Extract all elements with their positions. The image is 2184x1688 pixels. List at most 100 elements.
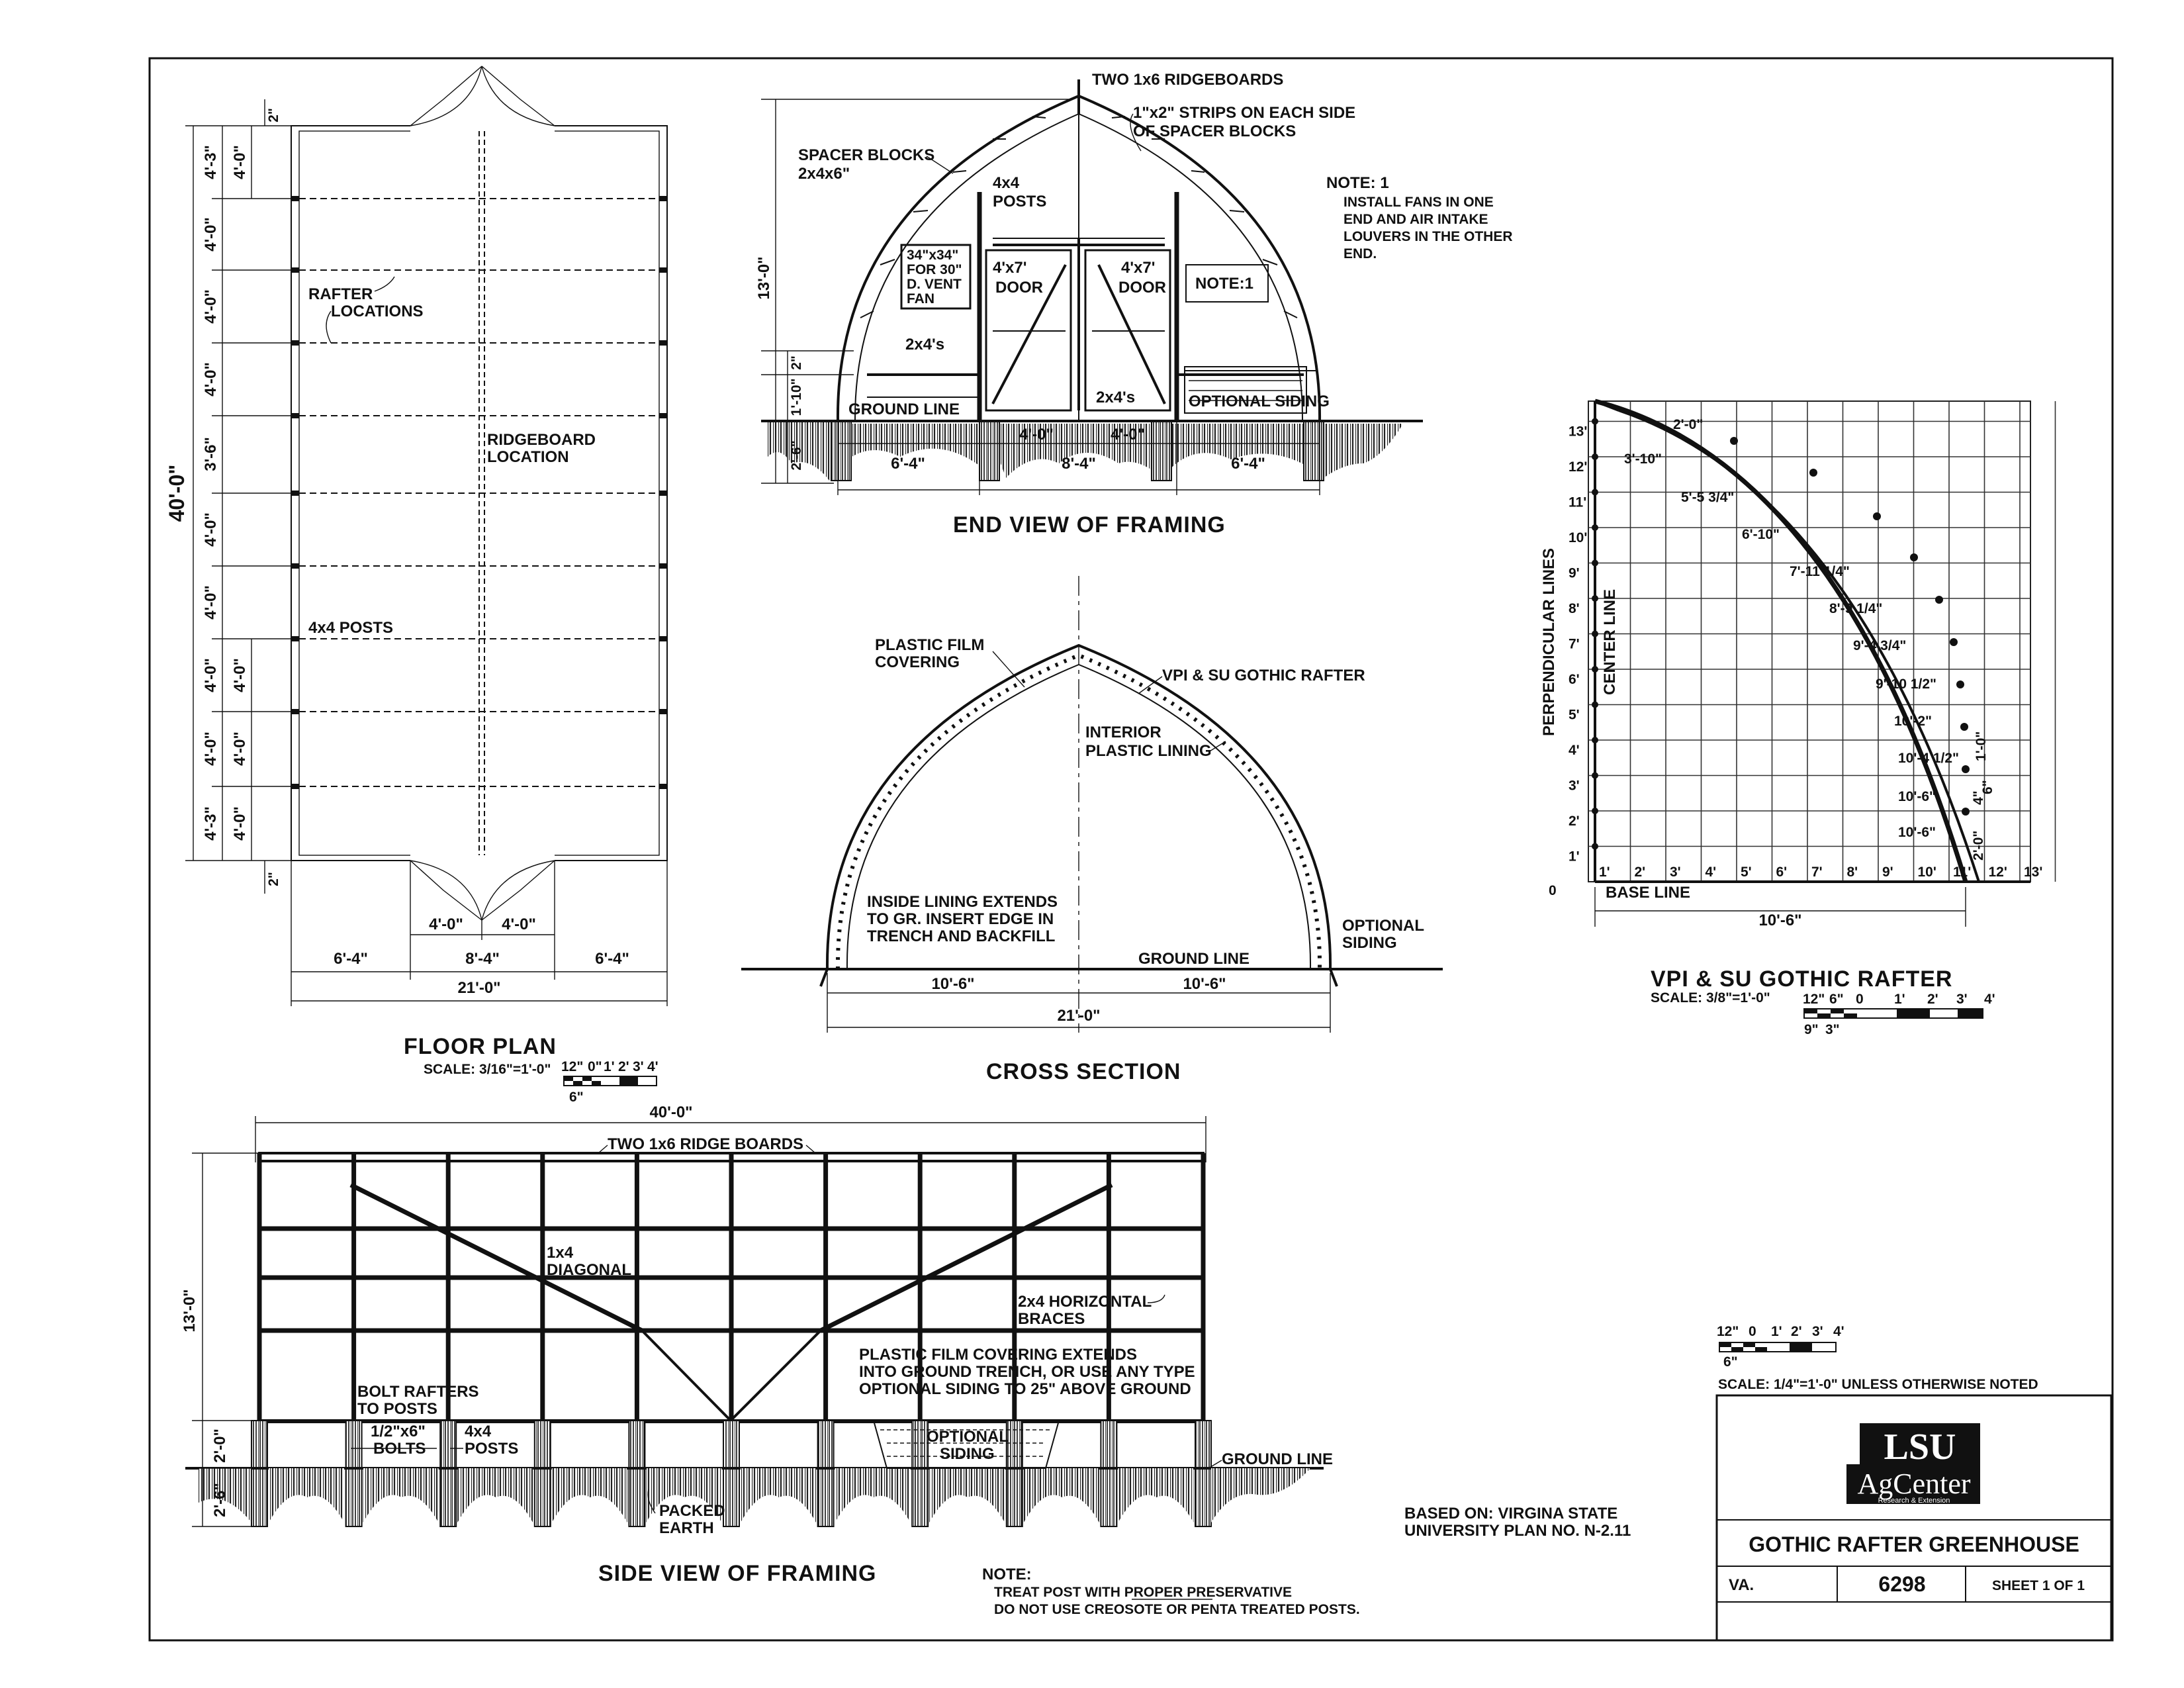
rafter-y-label: 8' [1569,601,1580,616]
soil-hatch [1023,1468,1099,1523]
svg-text:3'-6": 3'-6" [202,437,220,471]
rafter-y-point [1592,772,1598,779]
rafter-x-label: 7' [1811,865,1823,880]
svg-text:END AND AIR INTAKE: END AND AIR INTAKE [1343,212,1488,227]
svg-text:8'-4": 8'-4" [1062,455,1096,473]
state-code: VA. [1729,1576,1754,1594]
svg-text:4x4: 4x4 [465,1423,492,1440]
svg-text:4'-0": 4'-0" [231,145,249,179]
svg-text:COVERING: COVERING [875,653,960,671]
svg-text:4'-0": 4'-0" [202,512,220,547]
svg-text:SIDING: SIDING [940,1445,995,1463]
svg-text:6'-4": 6'-4" [334,950,368,968]
side-post [628,1420,646,1527]
svg-text:12": 12" [1803,992,1825,1007]
svg-text:PERPENDICULAR LINES: PERPENDICULAR LINES [1540,548,1558,736]
cross-section-title: CROSS SECTION [986,1059,1181,1084]
rafter-chord-label: 2'-0" [1673,417,1703,432]
ridgeboard-label-2: LOCATION [487,448,569,466]
svg-text:12": 12" [561,1059,583,1074]
svg-text:4'-3": 4'-3" [202,145,220,179]
svg-text:6": 6" [1829,992,1844,1007]
svg-text:PLASTIC FILM: PLASTIC FILM [875,636,984,654]
svg-text:NOTE:1: NOTE:1 [1195,275,1253,293]
rafter-y-label: 6' [1569,672,1580,687]
rafter-x-label: 4' [1706,865,1717,880]
rafter-point [1730,437,1738,445]
svg-text:CENTER LINE: CENTER LINE [1601,589,1619,695]
rafter-x-label: 8' [1847,865,1858,880]
svg-text:34"x34": 34"x34" [907,248,958,263]
svg-text:POSTS: POSTS [993,193,1046,211]
sheet-number: SHEET 1 OF 1 [1992,1578,2085,1593]
end-view-title: END VIEW OF FRAMING [953,512,1226,538]
rafter-point [1956,680,1964,688]
svg-text:4'-0": 4'-0" [429,915,463,933]
rafter-point [1962,765,1970,773]
rafter-point [1935,596,1943,604]
svg-text:DOOR: DOOR [1118,279,1166,297]
svg-text:SPACER BLOCKS: SPACER BLOCKS [798,146,934,164]
svg-text:POSTS: POSTS [465,1440,518,1458]
rafter-y-label: 1' [1569,849,1580,865]
rafter-x-label: 13' [2024,865,2042,880]
soil-hatch [1211,1468,1310,1523]
rafter-side-label-3: 4" [1971,790,1986,805]
note-line-2: DO NOT USE CREOSOTE OR PENTA TREATED POS… [994,1602,1360,1617]
rafter-curve [1594,399,1968,883]
svg-text:4'-0": 4'-0" [231,806,249,841]
cross-section-rafter [825,643,1332,970]
rafter-y-label: 7' [1569,637,1580,652]
floor-plan: RAFTER LOCATIONS RIDGEBOARD LOCATION 4x4… [165,66,668,1105]
side-post [439,1420,457,1527]
note-line-1: TREAT POST WITH PROPER PRESERVATIVE [994,1585,1292,1600]
drawing-number: 6298 [1878,1572,1925,1596]
floor-plan-title: FLOOR PLAN [404,1034,557,1059]
floor-plan-bottom-dims: 4'-0" 4'-0" 6'-4" 8'-4" 6'-4" 21'-0" [291,861,668,1006]
rafter-y-label: 10' [1569,530,1587,545]
svg-text:4'-0": 4'-0" [202,362,220,397]
svg-text:TWO 1x6 RIDGE BOARDS: TWO 1x6 RIDGE BOARDS [608,1135,803,1153]
svg-text:21'-0": 21'-0" [1057,1007,1100,1025]
rafter-x-label: 3' [1670,865,1681,880]
svg-text:2x4 HORIZONTAL: 2x4 HORIZONTAL [1018,1293,1152,1311]
lsu-agcenter-logo: LSU AgCenter Research & Extension [1846,1423,1980,1505]
soil-hatch [835,1468,911,1523]
svg-text:2': 2' [1927,992,1938,1007]
rafter-chord-label: 10'-2" [1894,714,1932,729]
floor-plan-posts [291,196,667,789]
end-view-note-title: NOTE: 1 [1326,174,1389,192]
svg-text:2x4's: 2x4's [1096,389,1135,406]
rafter-point [1910,553,1918,561]
rafter-y-label: 2' [1569,814,1580,829]
soil-hatch [929,1468,1005,1523]
svg-text:AgCenter: AgCenter [1857,1468,1970,1500]
soil-hatch [551,1468,627,1523]
rafter-scale-bar: 12" 6" 0 1' 2' 3' 4' 9" 3" [1803,992,1995,1037]
svg-text:2'-6": 2'-6" [789,440,804,470]
svg-text:4'-0": 4'-0" [202,585,220,620]
svg-text:TO GR. INSERT EDGE IN: TO GR. INSERT EDGE IN [867,910,1054,928]
title-block: LSU AgCenter Research & Extension GOTHIC… [1715,1394,2113,1642]
svg-text:2x4x6": 2x4x6" [798,165,850,183]
svg-text:END.: END. [1343,246,1377,261]
rafter-point [1809,469,1817,477]
rafter-y-label: 3' [1569,778,1580,794]
rafter-y-point [1592,595,1598,602]
svg-text:10'-6": 10'-6" [1183,975,1226,993]
svg-text:GROUND LINE: GROUND LINE [1222,1450,1333,1468]
rafter-x-label: 6' [1776,865,1788,880]
general-scale: SCALE: 1/4"=1'-0" UNLESS OTHERWISE NOTED [1718,1377,2038,1392]
rafter-y-point [1592,630,1598,637]
rafter-chord-label: 10'-6" [1898,789,1936,804]
rafter-y-label: 12' [1569,459,1587,475]
svg-text:13'-0": 13'-0" [755,256,773,299]
rafter-x-label: 12' [1989,865,2007,880]
side-post [723,1420,740,1527]
sheet-border [148,57,2114,1642]
svg-text:21'-0": 21'-0" [457,979,500,997]
svg-text:2'-0": 2'-0" [211,1429,229,1463]
rafter-chord-label: 5'-5 3/4" [1681,490,1734,505]
rafter-side-label-1: 1'-0" [1974,731,1989,761]
svg-text:4'-0": 4'-0" [202,217,220,252]
